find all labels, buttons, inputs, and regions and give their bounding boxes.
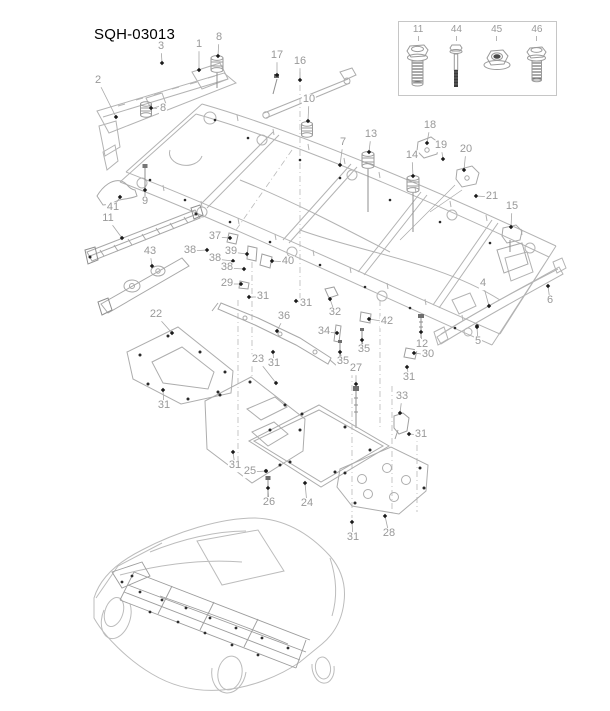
callout-20: 20 — [458, 143, 474, 156]
callout-31: 31 — [413, 428, 429, 441]
mount-brackets — [399, 136, 529, 274]
callout-34: 34 — [316, 325, 332, 338]
flange-nut-icon — [480, 42, 514, 97]
callout-35: 35 — [335, 355, 351, 368]
main-frame — [119, 103, 557, 346]
legend-label: 44 — [450, 24, 462, 35]
callout-3: 3 — [156, 40, 166, 53]
callout-43: 43 — [142, 245, 158, 258]
callout-26: 26 — [261, 496, 277, 509]
bolt-points — [88, 118, 492, 505]
callout-1: 1 — [194, 38, 204, 51]
rubber-mounts — [140, 55, 420, 232]
callout-5: 5 — [473, 335, 483, 348]
flange-bolt-medium-icon — [522, 42, 552, 97]
callout-31: 31 — [156, 399, 172, 412]
callout-22: 22 — [148, 308, 164, 321]
callout-30: 30 — [420, 348, 436, 361]
legend-item-11: 11 — [403, 22, 433, 97]
callout-42: 42 — [379, 315, 395, 328]
callout-21: 21 — [484, 190, 500, 203]
under-covers — [126, 326, 429, 515]
callout-32: 32 — [327, 306, 343, 319]
callout-33: 33 — [394, 390, 410, 403]
crossmember-36 — [211, 302, 338, 367]
callout-6: 6 — [545, 294, 555, 307]
callout-13: 13 — [363, 128, 379, 141]
callout-4: 4 — [478, 277, 488, 290]
callout-16: 16 — [292, 55, 308, 68]
callout-35: 35 — [356, 343, 372, 356]
callout-38: 38 — [207, 252, 223, 265]
callout-18: 18 — [422, 119, 438, 132]
callout-2: 2 — [93, 74, 103, 87]
callout-25: 25 — [242, 465, 258, 478]
callout-39: 39 — [223, 245, 239, 258]
front-bumper-beam — [96, 62, 237, 171]
callout-36: 36 — [276, 310, 292, 323]
side-rail-parts — [84, 164, 204, 316]
callout-9: 9 — [140, 195, 150, 208]
legend-leader-line — [496, 36, 498, 41]
callout-38: 38 — [182, 244, 198, 257]
vehicle-overview-sketch — [93, 517, 345, 694]
flange-bolt-large-icon — [403, 42, 433, 97]
callout-31: 31 — [345, 531, 361, 544]
callout-31: 31 — [255, 290, 271, 303]
callout-28: 28 — [381, 527, 397, 540]
callout-7: 7 — [338, 136, 348, 149]
callout-14: 14 — [404, 149, 420, 162]
figure-code-title: SQH-03013 — [94, 26, 176, 43]
legend-item-44: 44 — [441, 22, 471, 97]
legend-item-45: 45 — [480, 22, 514, 97]
callout-11: 11 — [101, 212, 115, 225]
callout-31: 31 — [401, 371, 417, 384]
legend-leader-line — [455, 36, 457, 41]
legend-leader-line — [417, 36, 419, 41]
callout-10: 10 — [301, 93, 317, 106]
callout-38: 38 — [219, 261, 235, 274]
rear-bumper-beam — [433, 257, 567, 346]
callout-29: 29 — [219, 277, 235, 290]
callout-8: 8 — [158, 102, 168, 115]
callout-23: 23 — [250, 353, 266, 366]
callout-41: 41 — [105, 201, 121, 214]
callout-15: 15 — [504, 200, 520, 213]
callout-8: 8 — [214, 31, 224, 44]
callout-19: 19 — [433, 139, 449, 152]
callout-31: 31 — [298, 297, 314, 310]
callout-31: 31 — [266, 357, 282, 370]
legend-label: 45 — [491, 24, 503, 35]
callout-40: 40 — [280, 255, 296, 268]
long-bolt-icon — [441, 42, 471, 97]
callout-27: 27 — [348, 362, 364, 375]
legend-leader-line — [536, 36, 538, 41]
callout-31: 31 — [227, 459, 243, 472]
legend-label: 46 — [531, 24, 543, 35]
legend-label: 11 — [412, 24, 424, 35]
callout-24: 24 — [299, 497, 315, 510]
callout-17: 17 — [269, 49, 285, 62]
fastener-legend-box: 11 44 — [398, 21, 557, 96]
legend-item-46: 46 — [522, 22, 552, 97]
callout-37: 37 — [207, 230, 223, 243]
callout-12: 12 — [414, 338, 430, 351]
